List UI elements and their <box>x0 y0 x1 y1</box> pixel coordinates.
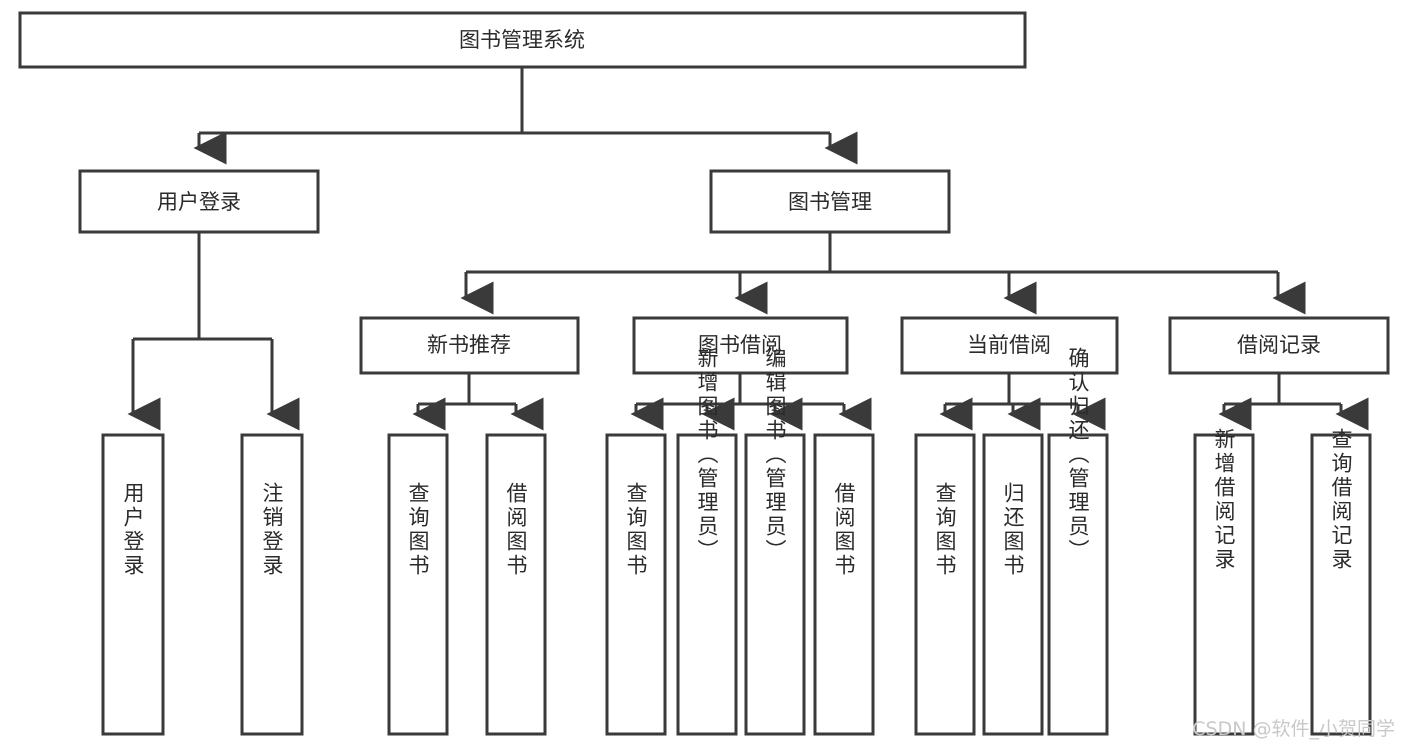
leaf-label: 新增图书（管理员） <box>695 347 719 563</box>
node-borrow-record-label: 借阅记录 <box>1237 333 1321 357</box>
node-book-borrow[interactable]: 图书借阅 <box>632 316 849 375</box>
node-borrow-record[interactable]: 借阅记录 <box>1168 316 1390 375</box>
node-new-book-recommend-box <box>359 316 580 375</box>
leaf-current-borrow-1[interactable]: 归还图书 <box>982 433 1044 736</box>
leaf-label: 注销登录 <box>260 482 284 578</box>
node-user-login-box <box>78 169 320 234</box>
leaf-box <box>387 433 449 736</box>
leaf-book-borrow-0[interactable]: 查询图书 <box>605 433 667 736</box>
leaf-label: 归还图书 <box>1001 482 1025 578</box>
node-root[interactable]: 图书管理系统 <box>18 11 1027 69</box>
leaf-label: 借阅图书 <box>832 482 856 578</box>
node-new-book-recommend[interactable]: 新书推荐 <box>359 316 580 375</box>
leaf-label: 编辑图书（管理员） <box>763 347 787 563</box>
leaf-current-borrow-0[interactable]: 查询图书 <box>914 433 976 736</box>
node-user-login[interactable]: 用户登录 <box>78 169 320 234</box>
leaf-user-login-1[interactable]: 注销登录 <box>240 433 304 736</box>
leaf-label: 查询借阅记录 <box>1329 428 1353 572</box>
connector-borrow-record-to-leaves <box>1218 373 1369 431</box>
connector-current-borrow-to-leaves <box>939 373 1106 431</box>
leaf-book-borrow-3[interactable]: 借阅图书 <box>813 433 875 736</box>
node-user-login-label: 用户登录 <box>157 190 241 214</box>
leaf-current-borrow-2[interactable]: 确认归还（管理员） <box>1047 347 1109 736</box>
leaf-box <box>1047 433 1109 736</box>
connector-book-borrow-to-leaves <box>630 373 872 431</box>
leaf-label: 用户登录 <box>121 482 145 578</box>
connector-root-to-level2 <box>193 67 858 165</box>
watermark-text: CSDN @软件_小贺同学 <box>1192 718 1395 740</box>
leaf-box <box>1193 433 1255 736</box>
leaf-label: 借阅图书 <box>504 482 528 578</box>
leaf-box <box>240 433 304 736</box>
node-book-borrow-label: 图书借阅 <box>698 333 782 357</box>
connector-book-management-to-level3 <box>460 232 1306 315</box>
leaf-new-book-recommend-1[interactable]: 借阅图书 <box>485 433 547 736</box>
leaf-label: 新增借阅记录 <box>1212 428 1236 572</box>
node-root-box <box>18 11 1027 69</box>
leaf-borrow-record-1[interactable]: 查询借阅记录 <box>1310 428 1372 736</box>
leaf-book-borrow-2[interactable]: 编辑图书（管理员） <box>744 347 806 736</box>
leaf-label: 查询图书 <box>406 482 430 578</box>
leaf-box <box>982 433 1044 736</box>
connector-user-login-to-leaves <box>127 232 300 431</box>
leaf-box <box>1310 433 1372 736</box>
leaf-borrow-record-0[interactable]: 新增借阅记录 <box>1193 428 1255 736</box>
leaf-box <box>914 433 976 736</box>
leaf-label: 查询图书 <box>624 482 648 578</box>
leaf-box <box>676 433 738 736</box>
leaf-label: 查询图书 <box>933 482 957 578</box>
leaf-box <box>605 433 667 736</box>
node-book-management[interactable]: 图书管理 <box>709 169 951 234</box>
node-book-management-label: 图书管理 <box>788 190 872 214</box>
node-new-book-recommend-label: 新书推荐 <box>427 333 511 357</box>
leaf-book-borrow-1[interactable]: 新增图书（管理员） <box>676 347 738 736</box>
leaf-box <box>485 433 547 736</box>
leaf-box <box>101 433 165 736</box>
leaf-label: 确认归还（管理员） <box>1066 347 1090 563</box>
leaf-box <box>813 433 875 736</box>
node-current-borrow-label: 当前借阅 <box>967 333 1051 357</box>
leaf-new-book-recommend-0[interactable]: 查询图书 <box>387 433 449 736</box>
connector-new-book-recommend-to-leaves <box>412 373 544 431</box>
node-borrow-record-box <box>1168 316 1390 375</box>
leaf-box <box>744 433 806 736</box>
node-root-label: 图书管理系统 <box>459 28 585 52</box>
leaf-user-login-0[interactable]: 用户登录 <box>101 433 165 736</box>
